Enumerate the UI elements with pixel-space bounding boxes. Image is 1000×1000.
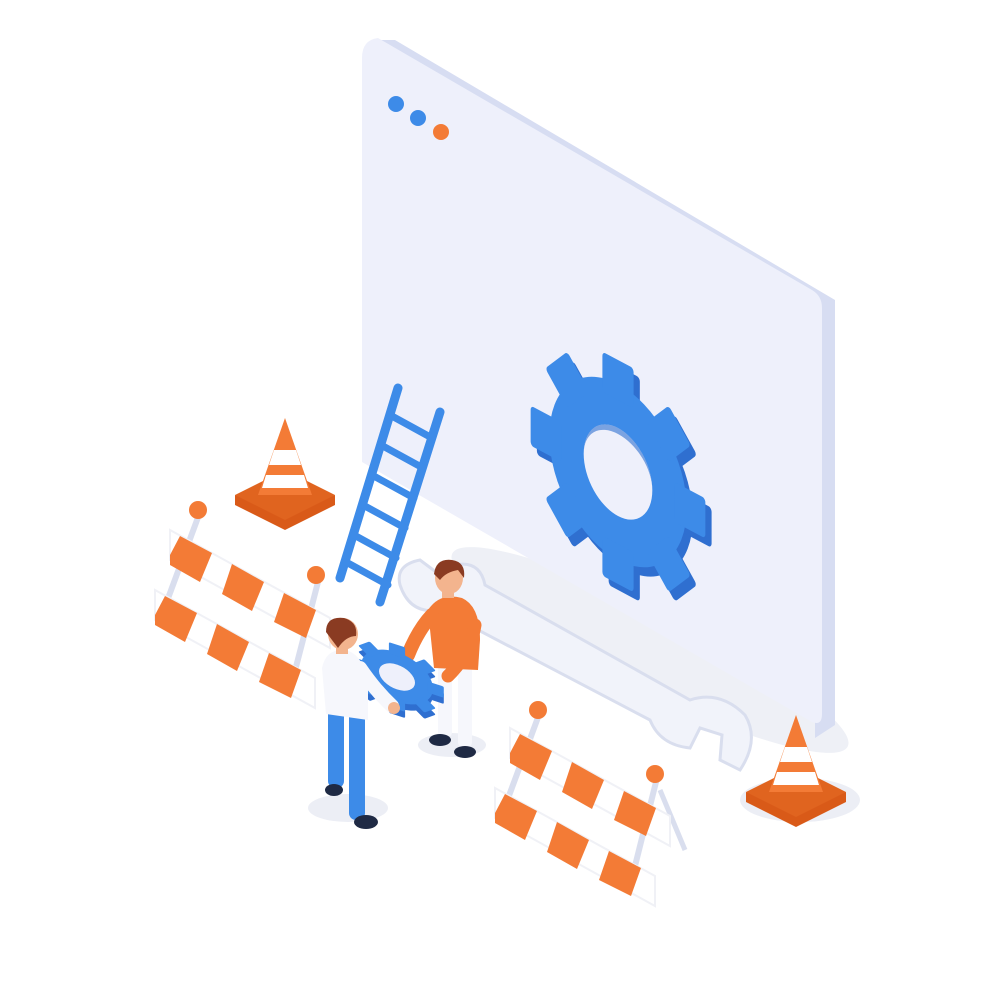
window-shadow [451,547,849,753]
road-barrier-icon [154,501,331,710]
traffic-cone-icon [235,418,335,530]
person-right-shadow [418,733,486,757]
person-right [401,559,482,758]
gear-icon [530,353,712,601]
ladder-icon [335,383,445,607]
road-barrier-icon [494,701,688,908]
traffic-cone-icon [746,715,846,827]
dot-blue-icon [410,110,426,126]
dot-orange-icon [433,124,449,140]
person-left-shadow [308,794,388,822]
dot-blue-icon [388,96,404,112]
person-left [322,617,400,829]
